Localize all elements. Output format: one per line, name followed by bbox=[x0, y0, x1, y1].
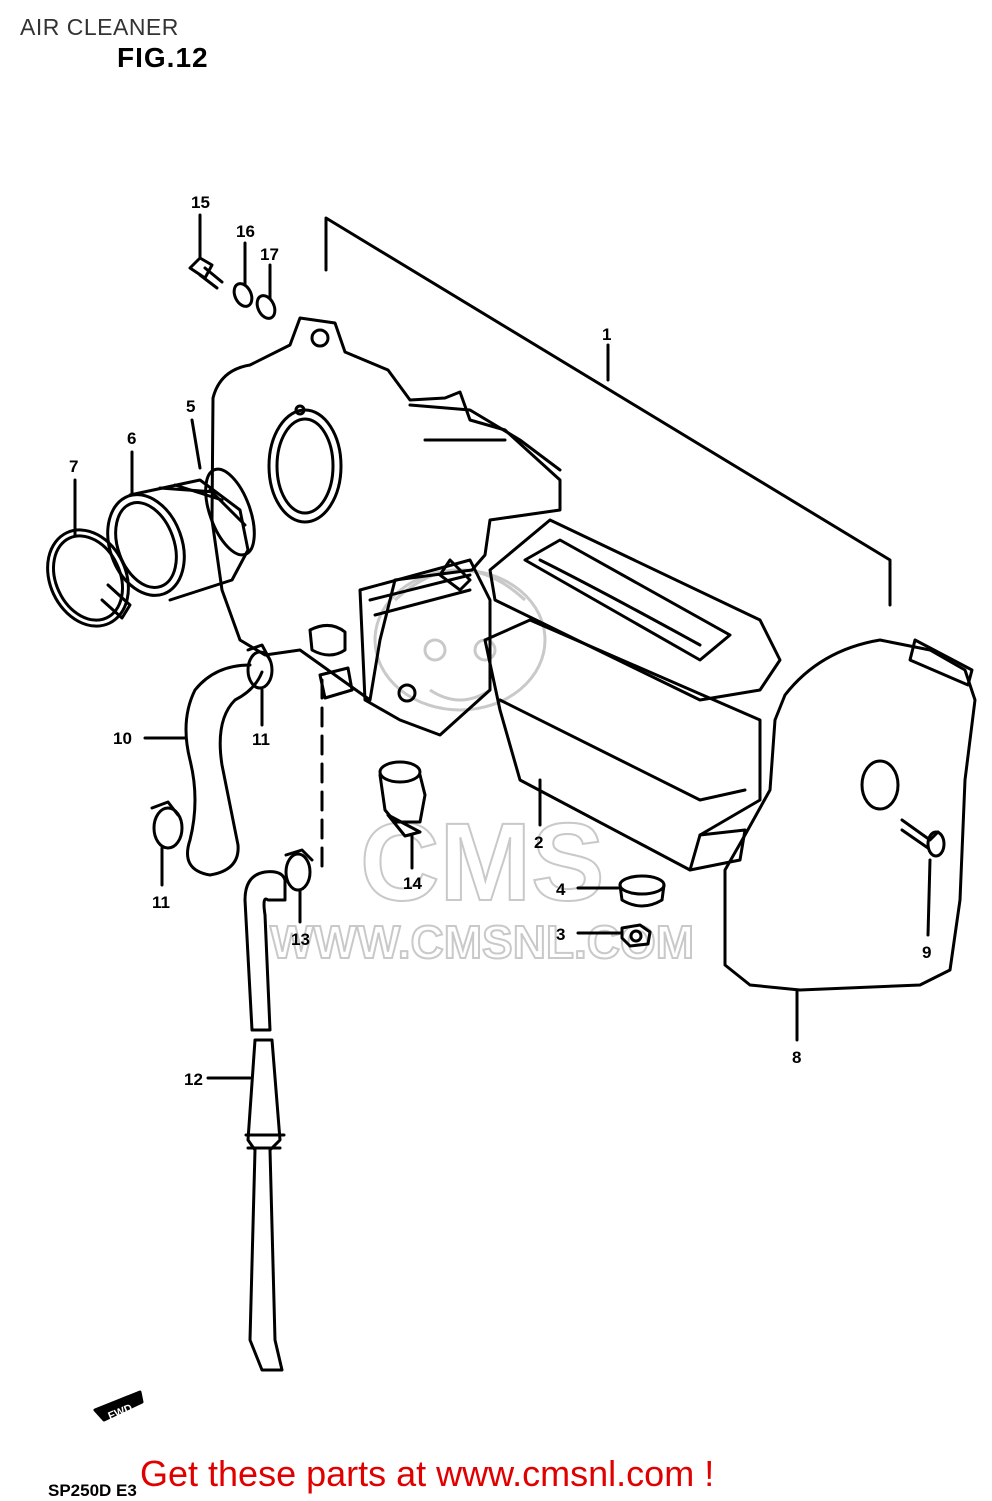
hose-clamp-11b bbox=[150, 800, 184, 850]
figure-label: FIG.12 bbox=[117, 42, 209, 73]
ring-5 bbox=[204, 467, 256, 557]
leader-5 bbox=[190, 418, 202, 470]
model-code: SP250D E3 bbox=[48, 1481, 137, 1500]
callout-3: 3 bbox=[556, 925, 565, 944]
nut-3 bbox=[620, 923, 652, 948]
air-cleaner-element bbox=[483, 518, 782, 872]
callout-11a: 11 bbox=[252, 730, 270, 749]
hose-10 bbox=[184, 663, 264, 877]
screw-9 bbox=[900, 818, 946, 858]
assembly-bracket bbox=[324, 216, 892, 607]
callout-12: 12 bbox=[184, 1070, 203, 1089]
grommet-4 bbox=[618, 874, 666, 908]
hose-clamp-11a bbox=[246, 643, 274, 690]
washer-17 bbox=[255, 294, 277, 320]
cta-link[interactable]: Get these parts at www.cmsnl.com ! bbox=[140, 1453, 715, 1494]
air-cleaner-cover bbox=[723, 638, 977, 992]
callout-8: 8 bbox=[792, 1048, 801, 1067]
watermark-url: WWW.CMSNL.COM bbox=[270, 916, 694, 968]
callout-1: 1 bbox=[602, 325, 611, 344]
callout-15: 15 bbox=[191, 193, 210, 212]
hose-clamp-13 bbox=[284, 848, 314, 892]
hose-clamp-7 bbox=[46, 528, 132, 628]
drain-tube-12 bbox=[243, 870, 287, 1372]
callout-17: 17 bbox=[260, 245, 279, 264]
leader-9 bbox=[926, 858, 932, 937]
callout-6: 6 bbox=[127, 429, 136, 448]
callout-14: 14 bbox=[403, 874, 422, 893]
callout-13: 13 bbox=[291, 930, 310, 949]
callout-4: 4 bbox=[556, 880, 566, 899]
callout-10: 10 bbox=[113, 729, 132, 748]
page-title: AIR CLEANER bbox=[20, 14, 179, 40]
washer-16 bbox=[232, 282, 254, 308]
watermark: CMS WWW.CMSNL.COM bbox=[269, 568, 695, 969]
callout-7: 7 bbox=[69, 457, 78, 476]
callout-11b: 11 bbox=[152, 893, 170, 912]
callout-16: 16 bbox=[236, 222, 255, 241]
callout-5: 5 bbox=[186, 397, 195, 416]
callout-9: 9 bbox=[922, 943, 931, 962]
front-arrow-icon bbox=[93, 1390, 144, 1422]
bolt-15 bbox=[188, 256, 224, 290]
intake-boot-6 bbox=[106, 478, 250, 602]
callout-2: 2 bbox=[534, 833, 543, 852]
